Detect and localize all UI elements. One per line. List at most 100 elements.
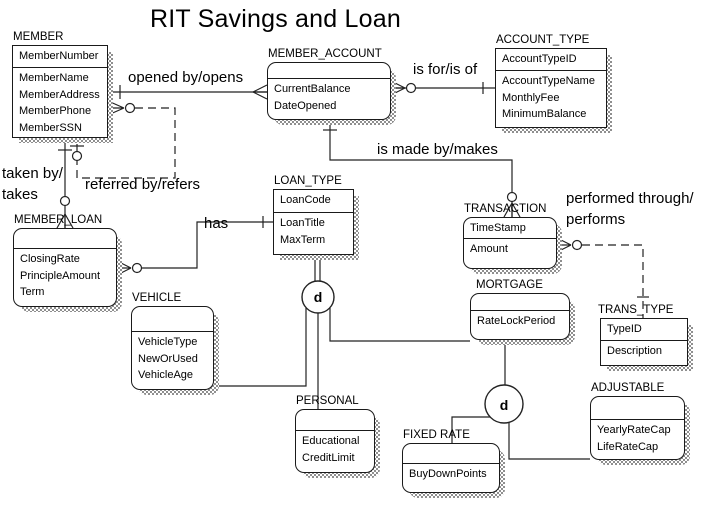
entity-title: LOAN_TYPE [274,175,342,187]
relationship-label-referred-by: referred by/refers [85,176,201,193]
entity-attributes: Amount [464,239,556,258]
attribute: RateLockPeriod [477,315,556,327]
connector-taken-by [56,138,74,229]
disjoint-letter: d [500,397,509,413]
entity-attributes: MemberName MemberAddress MemberPhone Mem… [13,68,107,136]
attribute: VehicleAge [138,369,194,381]
entity-attributes: RateLockPeriod [471,311,569,330]
entity-trans-type: TRANS_TYPE TypeID Description [598,304,693,371]
optional-circle [405,82,417,94]
optional-circle [59,195,71,207]
entity-personal: PERSONAL Educational CreditLimit [295,395,380,478]
entity-box: LoanCode LoanTitle MaxTerm [273,189,359,260]
entity-pk: AccountTypeID [496,49,606,71]
entity-title: MEMBER_LOAN [14,214,103,226]
entity-title: MEMBER [13,31,64,43]
entity-title: TRANSACTION [464,203,547,215]
relationship-label-line: performed through/ [566,190,694,207]
attribute: DateOpened [274,99,337,112]
entity-member: MEMBER MemberNumber MemberName MemberAdd… [12,31,113,143]
attribute: LifeRateCap [597,440,659,453]
attribute: NewOrUsed [138,352,198,365]
optional-circle [131,262,143,274]
entity-attributes: ClosingRate PrincipleAmount Term [14,249,116,301]
relationship-label-has: has [204,215,229,232]
entity-fixed-rate: FIXED RATE BuyDownPoints [402,429,505,498]
attribute: MemberSSN [19,121,82,134]
entity-pk: LoanCode [274,190,353,213]
entity-pk: TypeID [601,319,687,341]
connector-opened-by [108,84,268,100]
entity-member-account: MEMBER_ACCOUNT CurrentBalance DateOpened [267,48,396,125]
attribute: VehicleType [138,336,198,348]
entity-mortgage: MORTGAGE RateLockPeriod [470,279,575,345]
entity-box: TimeStamp Amount [463,217,562,274]
attribute: Term [20,286,45,298]
entity-box: Educational CreditLimit [295,409,380,478]
optional-circle [571,239,583,251]
attribute: MonthlyFee [502,91,560,104]
attribute: YearlyRateCap [597,424,671,436]
entity-title: FIXED RATE [403,429,470,441]
attribute: MemberName [19,72,89,84]
entity-title: TRANS_TYPE [598,304,674,316]
entity-box: TypeID Description [600,318,693,371]
entity-attributes: Educational CreditLimit [296,431,374,466]
attribute: LoanTitle [280,217,325,229]
entity-loan-type: LOAN_TYPE LoanCode LoanTitle MaxTerm [273,175,359,260]
loan-subtype-disjoint-symbol: d [301,280,335,314]
entity-pk [268,63,390,79]
optional-circle [124,102,136,114]
attribute: Amount [470,243,508,255]
entity-attributes: AccountTypeName MonthlyFee MinimumBalanc… [496,71,606,123]
entity-box: BuyDownPoints [402,443,505,498]
entity-attributes: YearlyRateCap LifeRateCap [591,420,684,455]
entity-adjustable: ADJUSTABLE YearlyRateCap LifeRateCap [590,382,690,465]
entity-attributes: LoanTitle MaxTerm [274,213,353,248]
entity-title: ACCOUNT_TYPE [496,34,590,46]
attribute: ClosingRate [20,253,80,265]
attribute: BuyDownPoints [409,468,487,480]
optional-circle [71,150,83,162]
relationship-label-performed-through: performed through/ performs [566,188,694,230]
disjoint-letter: d [314,289,323,305]
entity-attributes: Description [601,341,687,360]
entity-box: CurrentBalance DateOpened [267,62,396,125]
mortgage-subtype-disjoint-symbol: d [484,384,524,424]
connector-referred-by [70,100,176,179]
entity-title: ADJUSTABLE [591,382,665,394]
entity-title: PERSONAL [296,395,359,407]
entity-pk [471,294,569,311]
entity-title: MORTGAGE [476,279,543,291]
attribute: MemberAddress [19,88,100,101]
attribute: AccountTypeName [502,75,595,87]
crow-foot-icon [56,213,74,229]
entity-member-loan: MEMBER_LOAN ClosingRate PrincipleAmount … [13,214,122,312]
attribute: MinimumBalance [502,108,587,120]
relationship-label-line: performs [566,211,626,228]
entity-box: ClosingRate PrincipleAmount Term [13,228,122,312]
relationship-label-taken-by: taken by/ takes [2,163,63,205]
entity-pk [403,444,499,464]
attribute: MaxTerm [280,233,326,246]
connector-is-for [390,80,495,96]
entity-title: MEMBER_ACCOUNT [268,48,382,60]
optional-circle [506,191,518,203]
attribute: Educational [302,435,360,447]
crow-foot-icon [252,84,268,100]
entity-box: VehicleType NewOrUsed VehicleAge [131,306,219,395]
entity-attributes: CurrentBalance DateOpened [268,79,390,114]
entity-pk: TimeStamp [464,218,556,239]
connector-is-made-by [323,120,521,218]
entity-box: RateLockPeriod [470,293,575,345]
entity-account-type: ACCOUNT_TYPE AccountTypeID AccountTypeNa… [495,34,612,133]
connector-mortgage-subtypes [451,340,590,460]
attribute: CurrentBalance [274,83,351,95]
diagram-title: RIT Savings and Loan [150,5,401,33]
entity-attributes: VehicleType NewOrUsed VehicleAge [132,332,213,384]
entity-pk [14,229,116,249]
entity-pk [296,410,374,431]
connector-loan-subtypes [214,255,470,409]
relationship-label-is-for: is for/is of [413,61,478,78]
